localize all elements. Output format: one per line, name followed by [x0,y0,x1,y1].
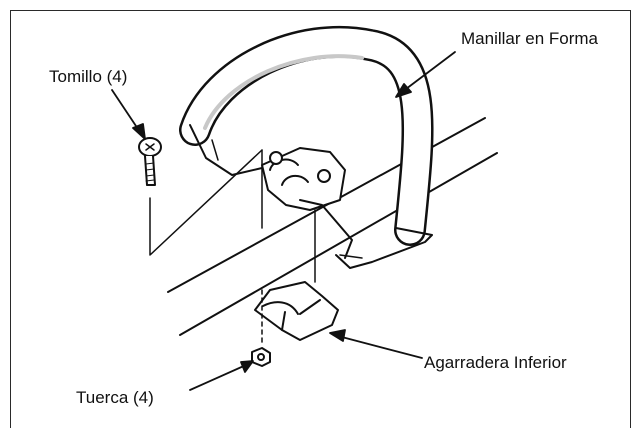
lower-clamp [254,281,339,341]
lower-clamp-label: Agarradera Inferior [424,353,567,372]
bolt-icon [138,137,162,186]
handle-label: Manillar en Forma [461,29,598,48]
shaft-tube [167,117,498,336]
loop-handle [179,25,434,269]
diagram-frame [10,10,631,428]
leader-arrows [111,51,456,391]
assembly-guide-lines [149,149,316,346]
bolt-label: Tomillo (4) [49,67,128,86]
nut-icon [251,347,271,367]
upper-clamp [261,147,353,259]
nut-label: Tuerca (4) [76,388,154,407]
